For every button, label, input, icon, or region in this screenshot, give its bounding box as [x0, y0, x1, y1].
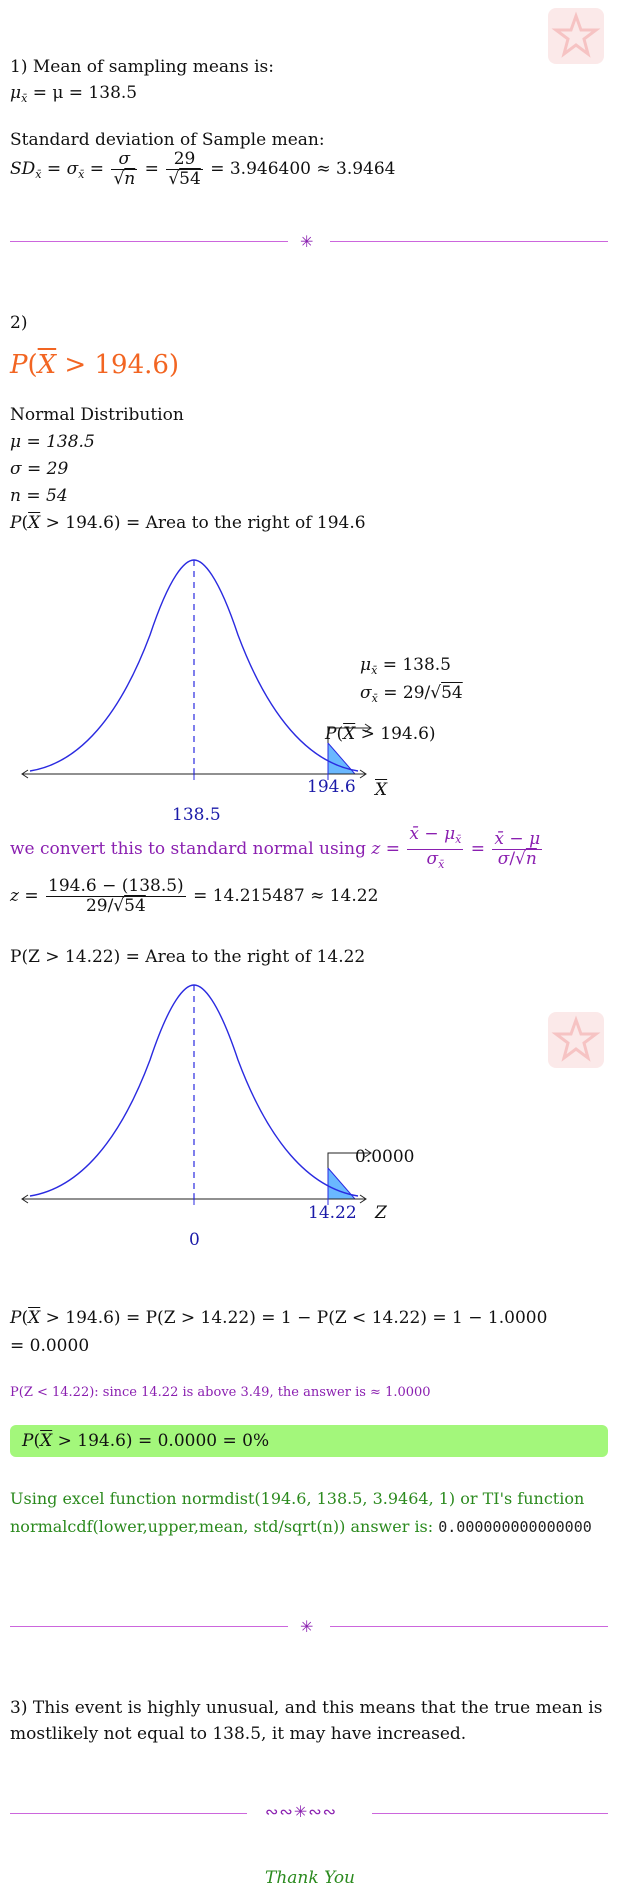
normal-curve-1: [21, 559, 372, 780]
ornament-icon: ✳: [300, 232, 314, 251]
axis-label: Z: [375, 1203, 387, 1223]
mu-annotation: μx̄ = 138.5: [360, 655, 452, 677]
result-text: P(X > 194.6) = 0.0000 = 0%: [22, 1431, 270, 1451]
part3-line-2: mostlikely not equal to 138.5, it may ha…: [10, 1724, 467, 1744]
sd-equation: SDx̄ = σx̄ = σ√n = 29√54 = 3.946400 ≈ 3.…: [10, 149, 396, 189]
section-divider: [330, 241, 608, 242]
prob-annotation: 0.0000: [355, 1147, 415, 1167]
normal-curve-2: [21, 984, 372, 1205]
area-statement: P(X > 194.6) = Area to the right of 194.…: [10, 513, 366, 533]
z-calculation: z = 194.6 − (138.5)29/√54 = 14.215487 ≈ …: [10, 876, 379, 916]
n-value: n = 54: [10, 486, 68, 506]
sd-heading: Standard deviation of Sample mean:: [10, 130, 325, 150]
ornament-icon: ∾∾✳∾∾: [265, 1802, 338, 1821]
probability-heading: P(X > 194.6): [10, 350, 180, 380]
section-divider: [372, 1813, 608, 1814]
watermark-logo: [548, 1012, 604, 1068]
sigma-value: σ = 29: [10, 459, 69, 479]
normal-distribution-label: Normal Distribution: [10, 405, 184, 425]
ornament-icon: ✳: [300, 1617, 314, 1636]
section-divider: [330, 1626, 608, 1627]
pz-statement: P(Z > 14.22) = Area to the right of 14.2…: [10, 947, 366, 967]
convert-statement: we convert this to standard normal using…: [10, 824, 543, 871]
mean-label: 0: [189, 1230, 200, 1250]
final-equation-cont: = 0.0000: [10, 1336, 90, 1356]
excel-line-2: normalcdf(lower,upper,mean, std/sqrt(n))…: [10, 1517, 592, 1536]
mu-value: μ = 138.5: [10, 432, 95, 452]
section-divider: [10, 241, 288, 242]
excel-line-1: Using excel function normdist(194.6, 138…: [10, 1489, 585, 1508]
mean-equation: μx̄ = μ = 138.5: [10, 83, 138, 105]
watermark-logo: [548, 8, 604, 64]
result-box: [10, 1425, 608, 1457]
thank-you-text: Thank You: [265, 1868, 356, 1888]
axis-label: X: [375, 780, 388, 800]
sd-annotation: σx̄ = 29/√54: [360, 683, 463, 705]
section-divider: [10, 1813, 247, 1814]
note-text: P(Z < 14.22): since 14.22 is above 3.49,…: [10, 1385, 431, 1400]
x-value-label: 194.6: [307, 777, 356, 797]
prob-arrow: [327, 727, 370, 743]
part3-line-1: 3) This event is highly unusual, and thi…: [10, 1698, 603, 1718]
section-divider: [10, 1626, 288, 1627]
prob-arrow: [327, 1152, 370, 1168]
z-value-label: 14.22: [308, 1203, 357, 1223]
final-equation: P(X > 194.6) = P(Z > 14.22) = 1 − P(Z < …: [10, 1308, 548, 1328]
mean-label: 138.5: [172, 805, 221, 825]
part2-label: 2): [10, 313, 28, 333]
prob-annotation: P(X > 194.6): [325, 724, 436, 744]
part1-heading: 1) Mean of sampling means is:: [10, 57, 274, 77]
